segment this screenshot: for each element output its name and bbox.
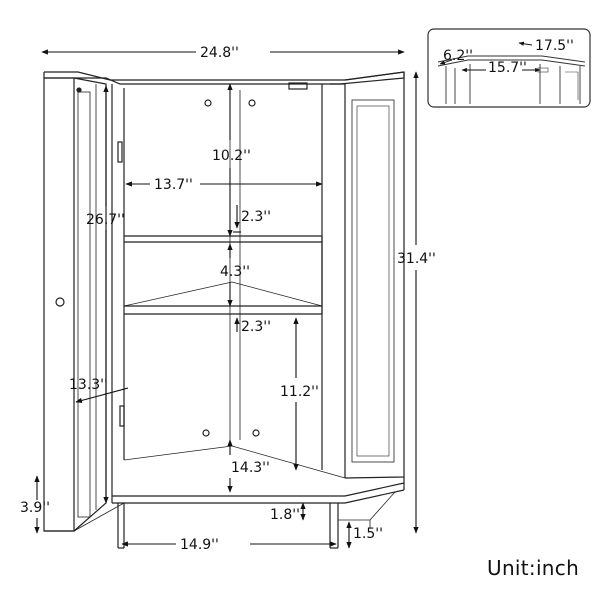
overall-width-label: 24.8'' — [200, 45, 239, 61]
overall-height-label: 31.4'' — [397, 251, 436, 267]
top-view-inset: 17.5'' 6.2'' 15.7'' — [427, 28, 591, 108]
bottom-space-label: 14.3'' — [231, 460, 270, 476]
shelf2-thickness-label: 2.3'' — [241, 319, 271, 335]
door-height-label: 26.7'' — [86, 212, 125, 228]
door-width-label: 13.3'' — [69, 377, 108, 393]
floor-clearance-label: 3.9'' — [20, 500, 50, 516]
middle-opening-label: 4.3'' — [220, 264, 250, 280]
base-height-label: 1.8'' — [270, 507, 300, 523]
upper-opening-label: 10.2'' — [212, 148, 251, 164]
inset-back-side-label: 17.5'' — [535, 38, 574, 54]
cabinet-illustration — [43, 71, 405, 549]
dimension-lines — [34, 49, 419, 549]
interior-width-label: 13.7'' — [154, 177, 193, 193]
base-width-label: 14.9'' — [180, 537, 219, 553]
unit-label: Unit:inch — [487, 556, 580, 580]
foot-height-label: 1.5'' — [353, 526, 383, 542]
shelf1-thickness-label: 2.3'' — [241, 209, 271, 225]
dimension-labels: 24.8'' 31.4'' 10.2'' 13.7'' 2.3'' 4.3'' … — [20, 45, 436, 553]
inset-side-edge-label: 6.2'' — [443, 48, 473, 64]
inset-front-edge-label: 15.7'' — [488, 60, 527, 76]
lower-opening-label: 11.2'' — [280, 384, 319, 400]
